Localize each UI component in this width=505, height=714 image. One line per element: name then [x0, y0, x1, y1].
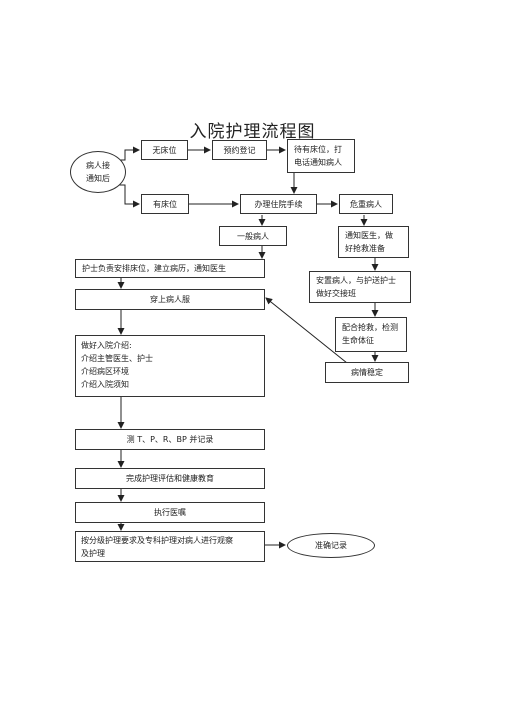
node-intro-line-1: 做好入院介绍: — [81, 341, 132, 350]
node-orders: 执行医嘱 — [75, 502, 265, 523]
node-cooperate-line-2: 生命体征 — [342, 336, 374, 345]
node-notify-doctor-line-2: 好抢救准备 — [345, 244, 385, 253]
node-record: 准确记录 — [287, 533, 375, 558]
node-observe: 按分级护理要求及专科护理对病人进行观察 及护理 — [75, 531, 265, 562]
node-nurse-bed: 护士负责安排床位，建立病历，通知医生 — [75, 259, 265, 278]
node-admission: 办理住院手续 — [240, 194, 317, 214]
node-intro: 做好入院介绍: 介绍主管医生、护士 介绍病区环境 介绍入院须知 — [75, 335, 265, 397]
node-cooperate: 配合抢救，检测 生命体征 — [335, 317, 407, 352]
node-cooperate-line-1: 配合抢救，检测 — [342, 323, 398, 332]
node-has-bed: 有床位 — [141, 194, 189, 214]
node-wait-bed: 待有床位，打 电话通知病人 — [287, 139, 355, 173]
node-notify-doctor-line-1: 通知医生，做 — [345, 231, 393, 240]
node-notify-line-2: 通知后 — [86, 174, 110, 183]
node-settle: 安置病人，与护送护士 做好交接班 — [309, 271, 411, 303]
node-intro-line-2: 介绍主管医生、护士 — [81, 354, 153, 363]
node-wait-bed-line-1: 待有床位，打 — [294, 145, 342, 154]
node-intro-line-4: 介绍入院须知 — [81, 380, 129, 389]
node-no-bed: 无床位 — [141, 140, 188, 160]
node-general: 一般病人 — [219, 226, 287, 246]
node-stable: 病情稳定 — [325, 362, 409, 383]
node-observe-line-1: 按分级护理要求及专科护理对病人进行观察 — [81, 536, 233, 545]
node-notify-doctor: 通知医生，做 好抢救准备 — [338, 226, 409, 258]
node-notify: 病人接 通知后 — [70, 151, 126, 193]
node-critical: 危重病人 — [339, 194, 393, 214]
node-assess: 完成护理评估和健康教育 — [75, 468, 265, 489]
node-gown: 穿上病人服 — [75, 289, 265, 310]
node-settle-line-1: 安置病人，与护送护士 — [316, 276, 396, 285]
page-title: 入院护理流程图 — [189, 122, 316, 142]
node-intro-line-3: 介绍病区环境 — [81, 367, 129, 376]
node-pre-register: 预约登记 — [212, 140, 267, 160]
node-vitals: 测 T、P、R、BP 并记录 — [75, 429, 265, 450]
node-notify-line-1: 病人接 — [86, 161, 110, 170]
arrow-stable-to-gown — [265, 297, 353, 368]
node-settle-line-2: 做好交接班 — [316, 289, 356, 298]
node-observe-line-2: 及护理 — [81, 549, 105, 558]
node-wait-bed-line-2: 电话通知病人 — [294, 158, 342, 167]
